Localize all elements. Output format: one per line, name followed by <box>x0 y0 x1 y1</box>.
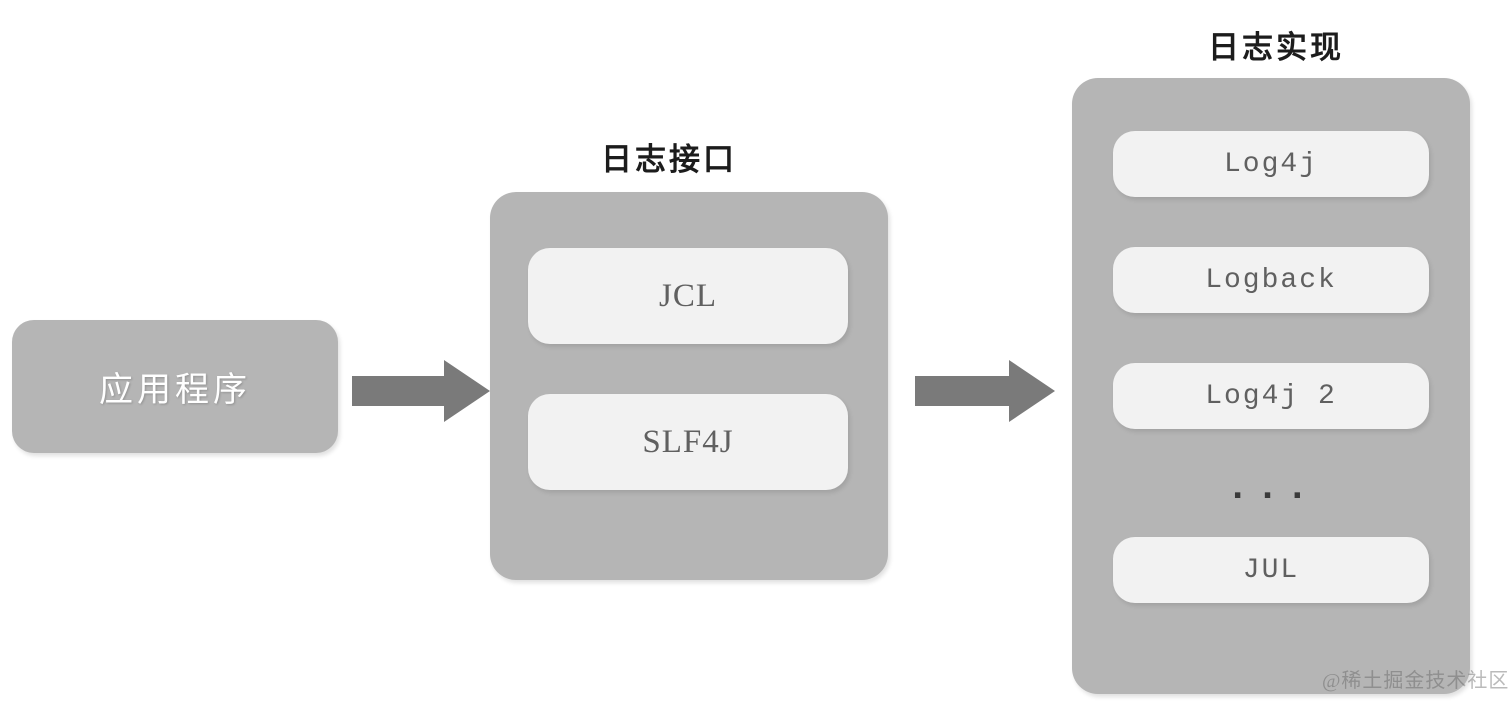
application-label: 应用程序 <box>99 372 251 409</box>
implementation-item-ellipsis: ... <box>1226 467 1316 510</box>
logging-interface-title: 日志接口 <box>601 142 737 177</box>
implementation-item-logback[interactable]: Logback <box>1113 247 1429 313</box>
implementation-item-log4j[interactable]: Log4j <box>1113 131 1429 197</box>
logging-interface-panel: JCL SLF4J <box>490 192 888 580</box>
watermark: @稀土掘金技术社区 <box>1322 670 1510 692</box>
arrow-interface-to-implementation <box>915 360 1055 427</box>
logging-implementation-panel: Log4j Logback Log4j 2 ... JUL <box>1072 78 1470 694</box>
application-box: 应用程序 <box>12 320 338 453</box>
implementation-item-log4j2[interactable]: Log4j 2 <box>1113 363 1429 429</box>
logging-implementation-title: 日志实现 <box>1208 30 1344 65</box>
interface-item-jcl[interactable]: JCL <box>528 248 848 344</box>
implementation-item-jul[interactable]: JUL <box>1113 537 1429 603</box>
interface-item-slf4j[interactable]: SLF4J <box>528 394 848 490</box>
arrow-app-to-interface <box>352 360 490 427</box>
